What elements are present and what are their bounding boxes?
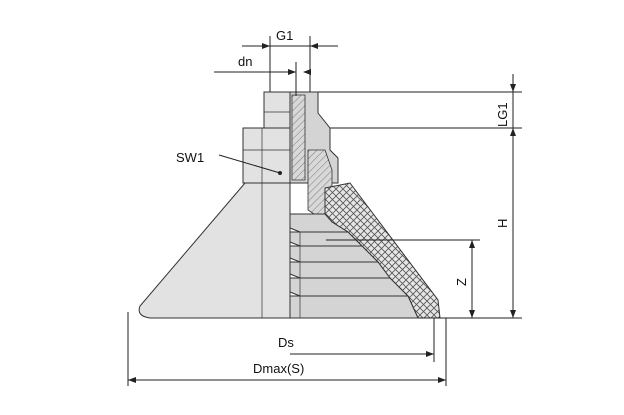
dim-dn: dn	[214, 54, 311, 96]
cup-exterior-left	[138, 91, 291, 319]
label-lg1: LG1	[495, 102, 510, 127]
label-ds: Ds	[278, 335, 294, 350]
label-g1: G1	[276, 28, 293, 43]
dim-g1: G1	[242, 28, 338, 92]
dim-h: H	[418, 138, 522, 319]
dim-lg1: LG1	[318, 74, 522, 138]
label-sw1: SW1	[176, 150, 204, 165]
label-dmax: Dmax(S)	[253, 361, 304, 376]
dim-dmax: Dmax(S)	[128, 361, 446, 383]
label-dn: dn	[238, 54, 252, 69]
dim-z: Z	[326, 239, 480, 318]
cup-section-right	[289, 91, 441, 319]
callout-sw1: SW1	[176, 150, 282, 175]
label-z: Z	[454, 278, 469, 286]
dim-ds: Ds	[127, 312, 447, 386]
label-h: H	[495, 219, 510, 228]
